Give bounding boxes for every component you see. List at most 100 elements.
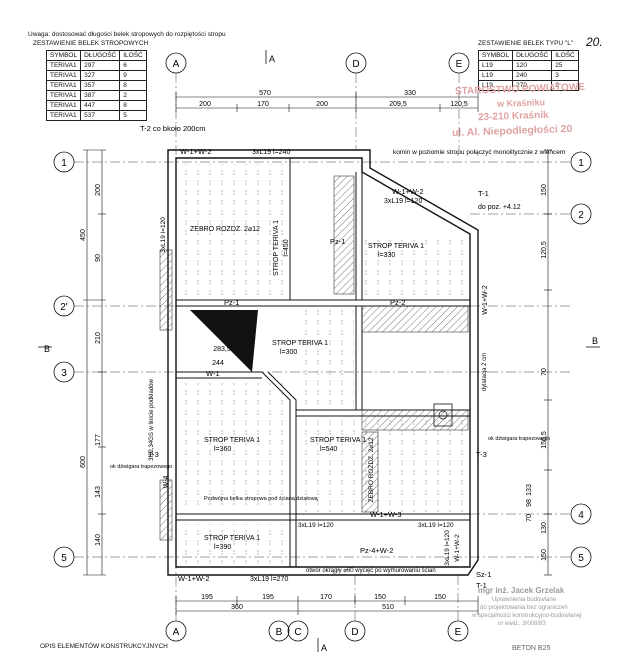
svg-text:1: 1: [61, 158, 67, 169]
dim-left-inner: 140: [95, 534, 102, 546]
axis-marker-left-3: 3: [53, 361, 75, 383]
axis-marker-top-e: E: [448, 52, 470, 74]
engineer-stamp-name: mgr inż. Jacek Grzelak: [478, 586, 565, 595]
beam-length: 3xL19 l=120: [384, 198, 422, 205]
wall-section: [159, 249, 173, 331]
svg-text:B: B: [44, 344, 50, 354]
stair-dimension: 283,5: [213, 346, 231, 353]
right-dimension-lines: [544, 149, 552, 576]
dim-bottom-chain: 150: [434, 594, 446, 601]
slab-label: STROP TERIVA 1: [273, 220, 280, 276]
axis-marker-bottom-a: A: [165, 620, 187, 642]
section-mark-top: A: [265, 50, 275, 64]
beam-pz1: Pz-1: [330, 237, 345, 246]
beam-pz: Pz-2: [390, 298, 405, 307]
cell: 537: [80, 110, 121, 121]
dim-right: 70: [541, 368, 548, 376]
slab-field: [182, 382, 286, 510]
beam-length: 3xL19 l=120: [418, 522, 454, 529]
slab-length: l=390: [214, 544, 231, 551]
dim-top-chain: 120,5: [450, 101, 468, 108]
dim-left-outer: 600: [80, 456, 87, 468]
axis-marker-bottom-c: C: [287, 620, 309, 642]
beam-length: 3xL19 l=240: [252, 149, 290, 156]
dim-bottom-sum: 360: [231, 604, 243, 611]
slab-field: [182, 524, 286, 564]
beam-length: 3xL19 l=270: [250, 576, 288, 583]
truss-note: ok dźwigara trapezowego: [110, 464, 172, 470]
axis-marker-top-d: D: [345, 52, 367, 74]
slab-length: l=300: [280, 349, 297, 356]
engineer-stamp-line: Uprawnienia budowlane: [492, 597, 557, 603]
svg-text:3: 3: [61, 368, 67, 379]
beam-t3: T-3: [148, 450, 159, 459]
dim-right: 150: [541, 184, 548, 196]
dim-left-outer: 450: [80, 229, 87, 241]
dim-top-right: 330: [404, 90, 416, 97]
dim-right: 150: [541, 549, 548, 561]
outer-walls: [167, 149, 479, 576]
axis-marker-left-5: 5: [53, 546, 75, 568]
dim-top-chain: 200: [316, 101, 328, 108]
beam-label: W-1+W-2: [454, 534, 461, 562]
beam-w4: W-4: [163, 476, 170, 489]
dim-right: 133: [526, 484, 533, 496]
svg-text:C: C: [294, 627, 301, 638]
dim-right: 130: [541, 522, 548, 534]
section-mark-left: B: [38, 344, 52, 354]
cell: 3: [551, 80, 579, 91]
svg-text:E: E: [456, 59, 463, 70]
header-note: Uwaga: dostosować długości belek stropow…: [28, 31, 226, 38]
beam-length: 3xL19 l=120: [444, 530, 451, 566]
svg-text:D: D: [352, 59, 359, 70]
rib-zone: [361, 305, 469, 333]
dim-bottom-chain: 150: [374, 594, 386, 601]
chimney-note: komin w poziomie stropu połączyć monolit…: [393, 149, 565, 156]
svg-text:B: B: [592, 336, 598, 346]
beam-t2: T-2 co bkoło 200cm: [140, 124, 205, 133]
slab-label: STROP TERIVA 1: [310, 437, 366, 444]
svg-text:2': 2': [60, 302, 68, 313]
footer-concrete: BETON B25: [512, 645, 551, 652]
dim-top-chain: 209,5: [389, 101, 407, 108]
slab-length: l=360: [214, 446, 231, 453]
svg-text:A: A: [321, 643, 327, 653]
chimney-zone: [333, 175, 355, 295]
dim-top-chain: 170: [257, 101, 269, 108]
cell: 270: [512, 80, 553, 91]
footer-description: OPIS ELEMENTÓW KONSTRUKCYJNYCH: [40, 643, 168, 650]
cell: 5: [119, 110, 147, 121]
truss-note: ok dźwigara trapezowego: [488, 436, 550, 442]
lintel-note: 3f12,34GS w linicie podkładów: [149, 378, 155, 460]
slab-length: l=450: [283, 239, 290, 256]
schedule-title: ZESTAWIENIE BELEK STROPOWYCH: [33, 40, 149, 47]
section-mark-right: B: [586, 336, 600, 348]
svg-text:B: B: [276, 627, 283, 638]
dim-left-inner: 143: [95, 486, 102, 498]
svg-text:E: E: [455, 627, 462, 638]
beam-t1: T-1: [476, 581, 487, 590]
axis-marker-right-5: 5: [570, 546, 592, 568]
beam-t1: T-1: [478, 189, 489, 198]
dim-top-chain: 200: [199, 101, 211, 108]
slab-field: [364, 240, 468, 298]
stair-dimension: 244: [212, 360, 224, 367]
beam-label: W-1+W-2: [392, 187, 424, 196]
stair-opening: [190, 310, 258, 372]
svg-text:D: D: [351, 627, 358, 638]
beam-label: W-1: [206, 369, 220, 378]
section-mark-bottom: A: [317, 638, 327, 653]
left-dimension-lines: [83, 149, 106, 576]
beam-label: W-1+W-2: [178, 574, 210, 583]
axis-marker-left-1: 1: [53, 151, 75, 173]
beam-sz1: Sz-1: [476, 570, 491, 579]
svg-text:A: A: [173, 627, 180, 638]
svg-text:4: 4: [578, 510, 584, 521]
dim-right: 98: [526, 499, 533, 507]
axis-marker-right-1: 1: [570, 151, 592, 173]
